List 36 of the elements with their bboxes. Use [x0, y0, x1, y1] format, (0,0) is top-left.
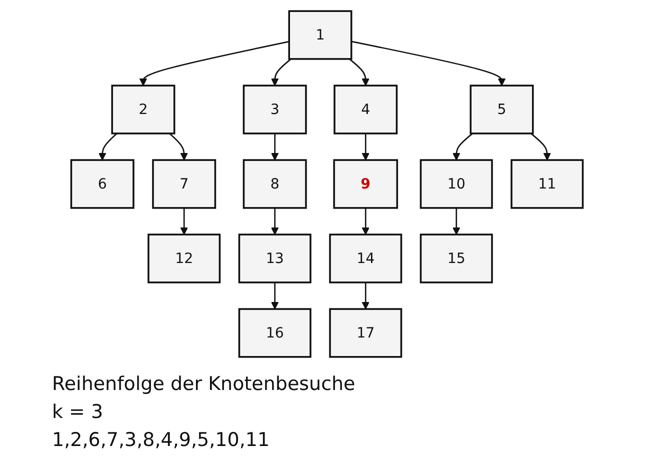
- node-box: 17: [329, 308, 402, 358]
- note-text: k = 3: [52, 400, 104, 425]
- arrow: [169, 132, 188, 160]
- node-box: 15: [420, 234, 493, 284]
- arrow: [452, 208, 460, 235]
- node-box: 1: [288, 10, 352, 60]
- arrow: [351, 40, 506, 86]
- arrow: [180, 208, 188, 235]
- arrow: [452, 132, 473, 160]
- note-text: 1,2,6,7,3,8,4,9,5,10,11: [52, 428, 271, 453]
- node-box: 9: [333, 159, 398, 209]
- arrow: [348, 58, 370, 86]
- arrow: [98, 132, 118, 160]
- node-box: 16: [238, 308, 312, 358]
- arrow: [270, 133, 279, 160]
- node-box: 2: [111, 84, 176, 134]
- note-text: Reihenfolge der Knotenbesuche: [52, 372, 356, 397]
- arrow: [270, 58, 292, 86]
- arrow: [530, 132, 552, 160]
- arrow: [362, 133, 370, 160]
- arrow: [362, 282, 370, 310]
- node-box: 6: [70, 159, 134, 209]
- arrow: [362, 208, 370, 235]
- node-box: 14: [329, 234, 402, 284]
- node-box: 5: [470, 84, 534, 134]
- arrow: [139, 40, 290, 86]
- node-box: 7: [152, 159, 216, 209]
- node-box: 11: [510, 159, 584, 209]
- node-box: 4: [334, 84, 398, 134]
- node-box: 3: [242, 84, 307, 134]
- arrow: [270, 208, 279, 235]
- node-box: 13: [238, 234, 312, 284]
- node-box: 8: [242, 159, 307, 209]
- arrow: [270, 282, 279, 310]
- node-box: 12: [148, 234, 221, 284]
- node-box: 10: [420, 159, 493, 209]
